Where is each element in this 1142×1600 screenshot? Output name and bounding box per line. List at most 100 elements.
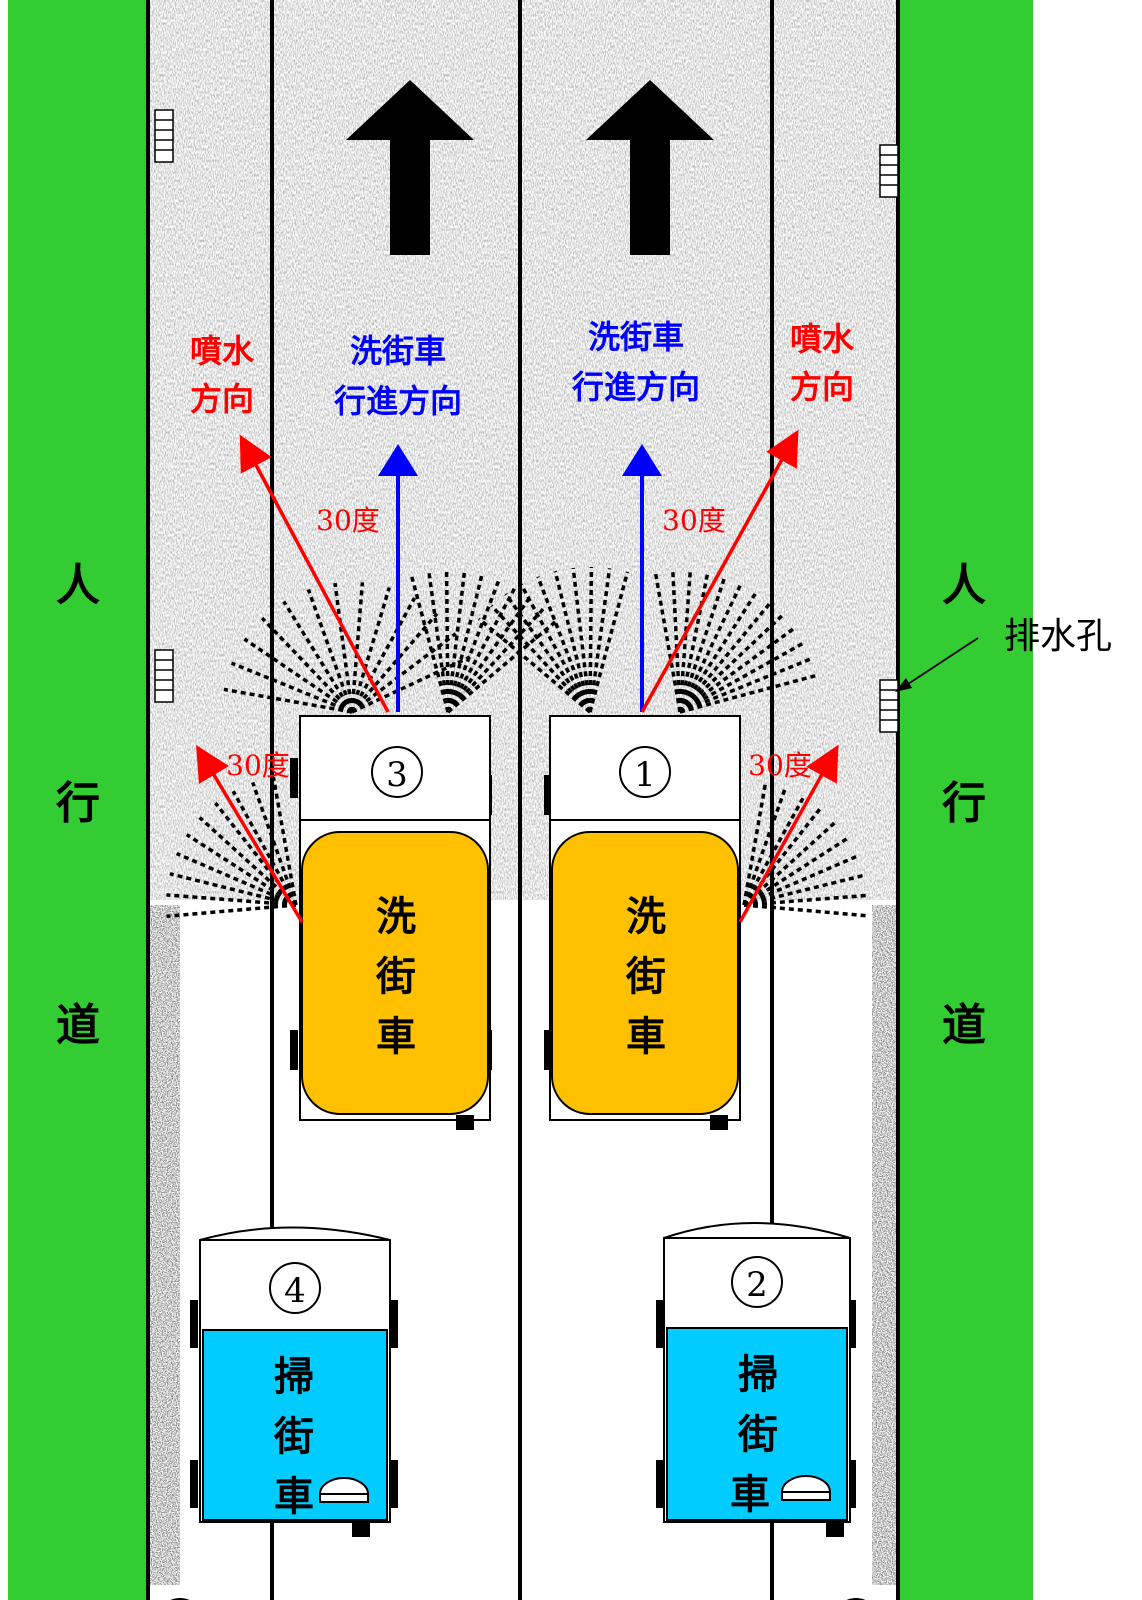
angle-label: 30度 bbox=[316, 504, 380, 537]
spray-ray bbox=[251, 781, 298, 906]
wheel-icon bbox=[352, 1522, 370, 1537]
washer-body-label: 街 bbox=[375, 953, 416, 1000]
washer-body-label: 車 bbox=[376, 1013, 416, 1060]
right-gravel-edge bbox=[872, 905, 900, 1585]
spray-ray bbox=[350, 582, 365, 713]
broom-hood-icon bbox=[318, 1477, 370, 1503]
drain-hole-icon bbox=[154, 109, 174, 163]
broom-hood-icon bbox=[780, 1475, 832, 1501]
spray-ray bbox=[742, 786, 788, 906]
travel-direction-label: 行進方向 bbox=[572, 368, 700, 406]
drain-leader-arrowhead bbox=[895, 678, 912, 692]
vehicle-number-badge bbox=[269, 1262, 321, 1314]
angle-label: 30度 bbox=[226, 749, 290, 782]
spray-ray bbox=[504, 592, 592, 714]
drain-hole-icon bbox=[154, 649, 174, 703]
sidewalk-label: 行 bbox=[56, 778, 100, 829]
spray-ray bbox=[169, 872, 297, 907]
water-tank bbox=[301, 831, 489, 1115]
sweeper-body-label: 街 bbox=[737, 1411, 778, 1458]
spray-ray bbox=[490, 604, 592, 714]
spray-ray bbox=[553, 570, 592, 713]
angle-label: 30度 bbox=[748, 749, 812, 782]
spray-ray bbox=[742, 794, 806, 906]
spray-ray bbox=[166, 903, 297, 919]
washer-body-label: 車 bbox=[626, 1013, 666, 1060]
street-sweeper-truck-2: 2 掃 街 車 bbox=[656, 1222, 866, 1600]
washer-body-label: 洗 bbox=[626, 893, 666, 940]
spray-ray bbox=[166, 893, 297, 907]
side-spray-arrow bbox=[196, 744, 304, 923]
sidewalk-label: 道 bbox=[942, 1000, 986, 1051]
spray-ray bbox=[519, 583, 592, 713]
spray-ray bbox=[743, 893, 869, 907]
wheel-icon bbox=[456, 1115, 474, 1130]
drain-leader-line bbox=[904, 637, 979, 687]
water-tank bbox=[551, 831, 739, 1115]
spray-direction-label: 噴水 bbox=[190, 332, 255, 370]
travel-direction-label: 行進方向 bbox=[334, 382, 462, 420]
sweeper-body-label: 車 bbox=[730, 1471, 770, 1518]
spray-ray bbox=[536, 576, 592, 713]
spray-ray bbox=[571, 567, 592, 713]
vehicle-number: 4 bbox=[284, 1271, 306, 1311]
spray-direction-label: 方向 bbox=[790, 368, 854, 406]
street-washer-truck-1: 1 洗 街 車 bbox=[544, 715, 741, 1130]
vehicle-number-badge bbox=[371, 746, 423, 798]
drain-hole-icon bbox=[879, 144, 899, 198]
travel-direction-label: 洗街車 bbox=[588, 318, 684, 356]
spray-ray bbox=[223, 687, 353, 714]
spray-ray bbox=[350, 586, 391, 713]
wheel-icon bbox=[826, 1522, 844, 1537]
spray-direction-arrow bbox=[640, 429, 799, 713]
spray-ray bbox=[742, 819, 838, 907]
vehicle-number-badge bbox=[619, 746, 671, 798]
spray-ray bbox=[333, 582, 354, 713]
up-arrow-icon bbox=[586, 80, 714, 255]
spray-direction-label: 噴水 bbox=[790, 320, 855, 358]
spray-ray bbox=[185, 833, 297, 907]
vehicle-number: 2 bbox=[746, 1265, 768, 1305]
spray-ray bbox=[350, 612, 439, 714]
vehicle-number-badge bbox=[731, 1256, 783, 1308]
spray-direction-label: 方向 bbox=[190, 380, 254, 418]
spray-ray bbox=[282, 600, 354, 713]
spray-ray bbox=[231, 790, 298, 906]
spray-ray bbox=[306, 588, 354, 713]
spray-ray bbox=[260, 616, 354, 714]
spray-ray bbox=[351, 655, 471, 714]
travel-direction-label: 洗街車 bbox=[350, 332, 446, 370]
spray-ray bbox=[588, 566, 594, 713]
right-sidewalk bbox=[898, 0, 1033, 1600]
spray-ray bbox=[742, 781, 768, 906]
spray-ray bbox=[230, 661, 353, 714]
washer-body-label: 街 bbox=[625, 953, 666, 1000]
spray-ray bbox=[477, 617, 592, 714]
sidewalk-label: 人 bbox=[942, 560, 986, 611]
spray-ray bbox=[743, 835, 851, 907]
vehicle-number: 1 bbox=[634, 755, 656, 795]
washer-body-label: 洗 bbox=[376, 893, 416, 940]
sidewalk-label: 道 bbox=[56, 1000, 100, 1051]
spray-ray bbox=[743, 853, 860, 907]
side-spray-arrow bbox=[738, 744, 839, 923]
drain-hole-icon bbox=[879, 679, 899, 733]
spray-ray bbox=[198, 816, 298, 907]
angle-label: 30度 bbox=[662, 504, 726, 537]
sidewalk-label: 行 bbox=[942, 778, 986, 829]
sidewalk-label: 人 bbox=[56, 560, 100, 611]
spray-ray bbox=[175, 851, 297, 907]
sweeper-body-label: 掃 bbox=[738, 1351, 778, 1398]
street-sweeper-truck-4: 4 掃 街 車 bbox=[170, 1226, 398, 1600]
up-arrow-icon bbox=[346, 80, 474, 255]
left-gravel-edge bbox=[150, 905, 180, 1585]
spray-ray bbox=[588, 568, 612, 713]
sweeper-body-label: 掃 bbox=[274, 1353, 314, 1400]
spray-ray bbox=[743, 903, 869, 918]
street-washer-truck-3: 3 洗 街 車 bbox=[290, 715, 492, 1130]
wheel-icon bbox=[710, 1115, 728, 1130]
vehicle-number: 3 bbox=[386, 755, 408, 795]
spray-ray bbox=[243, 637, 353, 714]
left-sidewalk bbox=[8, 0, 148, 1600]
